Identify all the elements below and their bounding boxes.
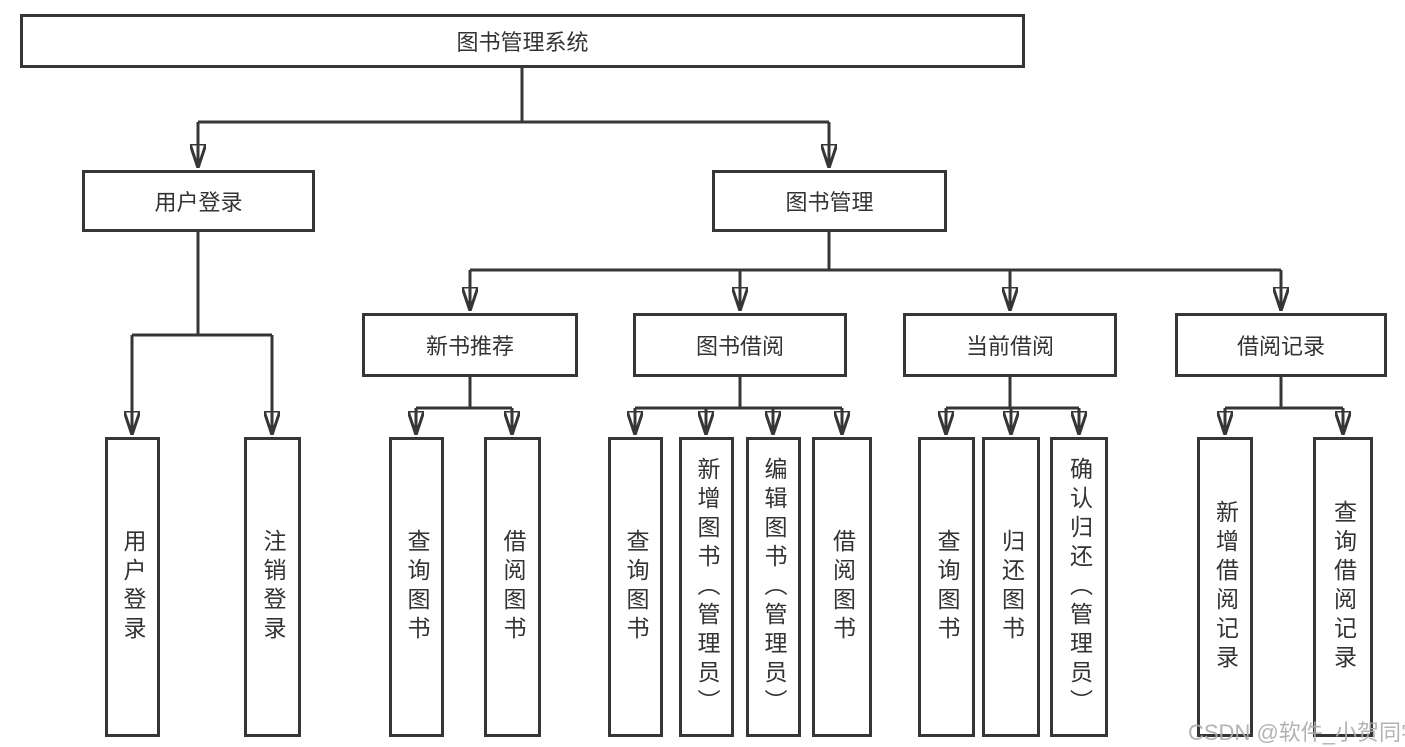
leaf-borrow-books-2-label: 借阅图书 <box>829 529 856 645</box>
leaf-query-books-1-label: 查询图书 <box>404 529 430 645</box>
connector-new-book-recommend-children <box>416 377 512 433</box>
leaf-borrow-books-2: 借阅图书 <box>812 437 872 737</box>
leaf-return-books-label: 归还图书 <box>998 529 1025 645</box>
leaf-query-books-3-label: 查询图书 <box>934 529 960 645</box>
connector-book-borrowing-children <box>635 377 842 433</box>
leaf-add-borrow-record-label: 新增借阅记录 <box>1212 500 1239 674</box>
connector-root-to-level2 <box>198 68 829 166</box>
node-borrowing-records-label: 借阅记录 <box>1236 334 1325 359</box>
leaf-confirm-return-admin: 确认归还（管理员） <box>1050 437 1108 737</box>
connector-book-management-children <box>470 232 1281 309</box>
leaf-add-books-admin: 新增图书（管理员） <box>679 437 734 737</box>
leaf-query-borrow-record-label: 查询借阅记录 <box>1330 500 1357 674</box>
leaf-return-books: 归还图书 <box>982 437 1040 737</box>
node-user-login-label: 用户登录 <box>154 190 243 215</box>
node-book-borrowing-label: 图书借阅 <box>695 334 784 359</box>
node-book-management-label: 图书管理 <box>785 190 874 215</box>
leaf-logout: 注销登录 <box>244 437 301 737</box>
node-current-borrowing-label: 当前借阅 <box>965 334 1054 359</box>
node-new-book-recommend: 新书推荐 <box>362 313 578 377</box>
connector-current-borrowing-children <box>946 377 1079 433</box>
node-book-management: 图书管理 <box>712 170 947 232</box>
leaf-borrow-books-1: 借阅图书 <box>484 437 541 737</box>
leaf-borrow-books-1-label: 借阅图书 <box>500 529 526 645</box>
leaf-edit-books-admin: 编辑图书（管理员） <box>746 437 801 737</box>
leaf-query-borrow-record: 查询借阅记录 <box>1313 437 1373 737</box>
node-book-borrowing: 图书借阅 <box>633 313 847 377</box>
leaf-query-books-2: 查询图书 <box>608 437 663 737</box>
node-current-borrowing: 当前借阅 <box>903 313 1117 377</box>
leaf-query-books-2-label: 查询图书 <box>623 529 649 645</box>
node-root-label: 图书管理系统 <box>456 30 589 55</box>
node-new-book-recommend-label: 新书推荐 <box>425 334 514 359</box>
leaf-user-login: 用户登录 <box>105 437 160 737</box>
csdn-watermark: CSDN @软件_小贺同学 <box>1188 720 1405 745</box>
leaf-user-login-label: 用户登录 <box>120 529 146 645</box>
node-borrowing-records: 借阅记录 <box>1175 313 1387 377</box>
leaf-confirm-return-admin-label: 确认归还（管理员） <box>1066 456 1093 718</box>
leaf-logout-label: 注销登录 <box>260 529 286 645</box>
leaf-add-books-admin-label: 新增图书（管理员） <box>694 456 720 718</box>
node-user-login: 用户登录 <box>82 170 315 232</box>
leaf-query-books-1: 查询图书 <box>389 437 444 737</box>
leaf-add-borrow-record: 新增借阅记录 <box>1197 437 1253 737</box>
connector-user-login-children <box>132 232 272 433</box>
connector-borrowing-records-children <box>1225 377 1343 433</box>
leaf-query-books-3: 查询图书 <box>918 437 975 737</box>
leaf-edit-books-admin-label: 编辑图书（管理员） <box>761 456 787 718</box>
node-root: 图书管理系统 <box>20 14 1025 68</box>
